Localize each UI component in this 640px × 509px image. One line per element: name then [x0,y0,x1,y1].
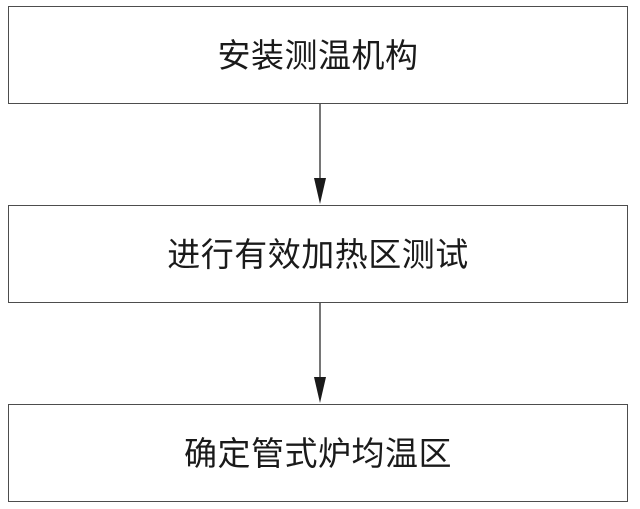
flowchart-step-determine-uniform-temperature-zone: 确定管式炉均温区 [8,404,628,502]
step-label: 安装测温机构 [217,35,419,75]
arrow-down-icon [314,303,326,403]
step-label: 进行有效加热区测试 [167,234,469,274]
step-label: 确定管式炉均温区 [184,433,452,473]
flowchart-step-effective-heating-zone-test: 进行有效加热区测试 [8,205,628,303]
flow-arrow-down [310,303,330,404]
flowchart-step-install-temperature-mechanism: 安装测温机构 [8,6,628,104]
flow-arrow-down [310,104,330,205]
arrow-down-icon [314,104,326,204]
